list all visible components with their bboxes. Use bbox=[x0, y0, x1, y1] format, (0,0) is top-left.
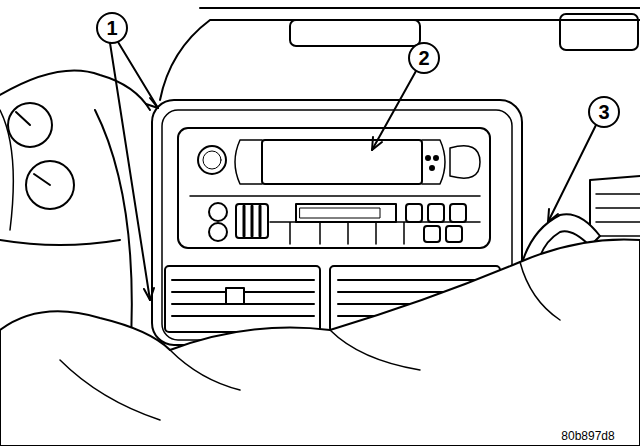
callout-number: 3 bbox=[598, 101, 609, 124]
figure-code: 80b897d8 bbox=[561, 429, 614, 443]
callout-number: 1 bbox=[106, 17, 117, 40]
callout-number: 2 bbox=[418, 47, 429, 70]
